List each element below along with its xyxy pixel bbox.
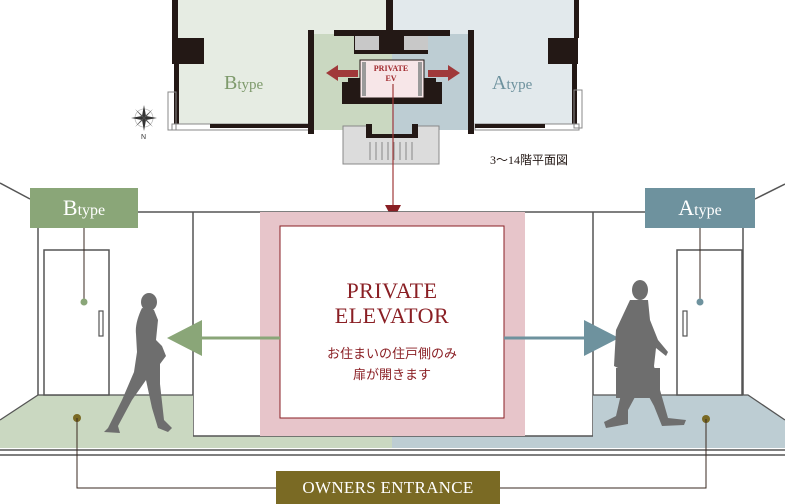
b-tag-letter: B — [62, 195, 78, 220]
a-type-floor — [392, 395, 785, 448]
plan-ev-line2: EV — [385, 74, 397, 83]
a-type-tag: Atype — [645, 188, 755, 228]
a-type-door — [676, 249, 743, 396]
b-type-floor — [0, 395, 392, 448]
arrow-right-to-a-icon — [584, 320, 619, 356]
man-silhouette-icon — [604, 280, 686, 428]
owners-entrance-label: OWNERS ENTRANCE — [276, 471, 500, 504]
elevator-title-line1: PRIVATE — [346, 278, 438, 303]
elevator-panel — [279, 225, 505, 419]
a-tag-suffix: type — [694, 202, 722, 219]
private-ev-cab — [359, 59, 425, 99]
elevator-title-line2: ELEVATOR — [334, 303, 450, 328]
arrow-left-to-b-icon — [167, 320, 202, 356]
plan-ev-line1: PRIVATE — [373, 64, 409, 73]
plan-arrow-left-icon — [326, 65, 358, 81]
plan-a-letter: A — [492, 72, 507, 94]
compass-label: N — [141, 134, 147, 141]
plan-b-suffix: type — [237, 77, 264, 93]
elevator-title: PRIVATE ELEVATOR — [280, 278, 504, 328]
plan-b-letter: B — [224, 72, 238, 94]
compass-icon — [131, 105, 157, 131]
floor-plan-caption: 3〜14階平面図 — [490, 153, 569, 167]
plan-private-ev-label: PRIVATE EV — [362, 64, 420, 84]
elevator-note: お住まいの住戸側のみ 扉が開きます — [280, 344, 504, 386]
plan-a-suffix: type — [506, 77, 533, 93]
b-type-door — [43, 249, 110, 396]
elevator-note-line1: お住まいの住戸側のみ — [326, 347, 457, 362]
elevator-note-line2: 扉が開きます — [352, 368, 431, 383]
plan-arrow-right-icon — [428, 65, 460, 81]
a-type-marker-icon — [696, 298, 704, 306]
woman-silhouette-icon — [104, 293, 172, 433]
plan-a-type-label: Atype — [492, 72, 532, 95]
b-tag-suffix: type — [77, 202, 106, 219]
plan-b-type-label: Btype — [224, 72, 263, 95]
b-type-marker-icon — [80, 298, 88, 306]
b-type-tag: Btype — [30, 188, 138, 228]
a-tag-letter: A — [678, 195, 695, 220]
